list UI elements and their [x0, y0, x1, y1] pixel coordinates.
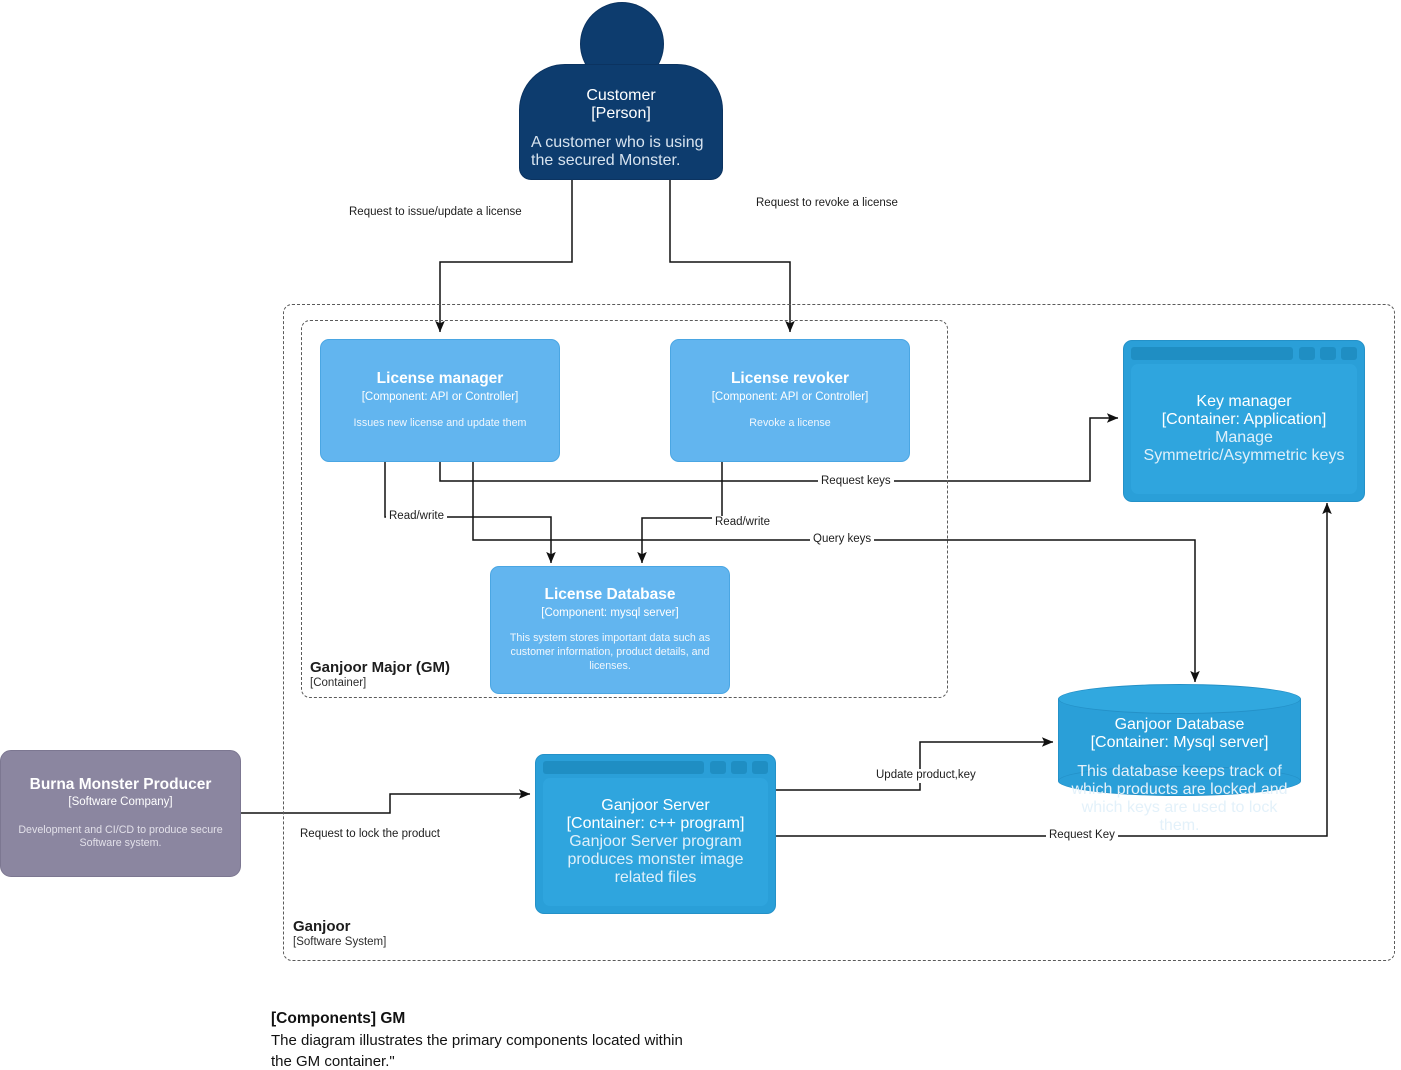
edge-label-issue-update: Request to issue/update a license [346, 206, 525, 220]
node-burna-monster-producer[interactable]: Burna Monster Producer [Software Company… [0, 750, 241, 877]
boundary-ganjoor-major-name: Ganjoor Major (GM) [310, 659, 450, 676]
node-ganjoor-server[interactable]: Ganjoor Server [Container: c++ program] … [535, 754, 776, 914]
caption-title: [Components] GM [271, 1010, 406, 1027]
boundary-ganjoor-major-tech: [Container] [310, 676, 367, 689]
edge-label-request-key: Request Key [1046, 829, 1118, 843]
node-ganjoor-database-text: Ganjoor Database [Container: Mysql serve… [1058, 708, 1301, 834]
node-license-manager-desc: Issues new license and update them [353, 417, 527, 430]
edge-label-lm-readwrite: Read/write [386, 510, 447, 524]
node-customer-desc: A customer who is using the secured Mons… [531, 134, 704, 169]
node-license-database[interactable]: License Database [Component: mysql serve… [490, 566, 730, 694]
edge-label-lock-product: Request to lock the product [297, 828, 443, 842]
boundary-ganjoor-label: Ganjoor [Software System] [293, 918, 523, 949]
window-titlebar-icon [543, 761, 704, 774]
window-titlebar-icon [1131, 347, 1293, 360]
window-button-close-icon [752, 761, 768, 774]
window-chrome [543, 761, 768, 774]
node-ganjoor-database[interactable]: Ganjoor Database [Container: Mysql serve… [1058, 684, 1301, 834]
node-ganjoor-server-tech: [Container: c++ program] [566, 815, 745, 832]
node-license-revoker-tech: [Component: API or Controller] [711, 390, 869, 403]
node-customer-title: Customer [586, 87, 656, 104]
node-license-revoker[interactable]: License revoker [Component: API or Contr… [670, 339, 910, 462]
node-license-database-title: License Database [544, 586, 676, 604]
boundary-ganjoor-major-label: Ganjoor Major (GM) [Container] [310, 659, 560, 690]
node-ganjoor-server-body: Ganjoor Server [Container: c++ program] … [543, 778, 768, 906]
window-button-maximize-icon [1320, 347, 1336, 360]
cylinder-top-icon [1058, 684, 1301, 714]
window-button-minimize-icon [1299, 347, 1315, 360]
node-key-manager-title: Key manager [1196, 393, 1292, 410]
node-customer-tech: [Person] [591, 105, 651, 122]
boundary-ganjoor-tech: [Software System] [293, 935, 387, 948]
boundary-ganjoor-name: Ganjoor [293, 918, 351, 935]
node-ganjoor-server-title: Ganjoor Server [601, 797, 710, 814]
node-key-manager-tech: [Container: Application] [1161, 411, 1327, 428]
window-button-minimize-icon [710, 761, 726, 774]
window-chrome [1131, 347, 1357, 360]
caption-body: The diagram illustrates the primary comp… [271, 1032, 683, 1070]
cylinder-bottom-icon [1058, 766, 1301, 796]
node-burna-monster-producer-title: Burna Monster Producer [29, 775, 212, 793]
window-button-close-icon [1341, 347, 1357, 360]
node-ganjoor-database-desc: This database keeps track of which produ… [1071, 763, 1288, 834]
edge-label-lr-readwrite: Read/write [712, 516, 773, 530]
node-burna-monster-producer-desc: Development and CI/CD to produce secure … [18, 823, 223, 850]
node-license-manager-tech: [Component: API or Controller] [361, 390, 519, 403]
node-license-revoker-title: License revoker [730, 370, 850, 388]
node-key-manager-body: Key manager [Container: Application] Man… [1131, 364, 1357, 494]
node-customer[interactable]: Customer [Person] A customer who is usin… [519, 2, 723, 180]
node-key-manager[interactable]: Key manager [Container: Application] Man… [1123, 340, 1365, 502]
node-license-manager-title: License manager [376, 370, 504, 388]
window-button-maximize-icon [731, 761, 747, 774]
node-license-revoker-desc: Revoke a license [749, 417, 831, 430]
node-key-manager-desc: Manage Symmetric/Asymmetric keys [1143, 429, 1345, 464]
edge-label-request-keys: Request keys [818, 475, 894, 489]
node-ganjoor-database-title: Ganjoor Database [1114, 716, 1245, 733]
edge-label-update-product: Update product,key [873, 769, 979, 783]
boundary-ganjoor [283, 304, 1395, 961]
person-body: Customer [Person] A customer who is usin… [519, 64, 723, 180]
diagram-caption: [Components] GM The diagram illustrates … [271, 1008, 701, 1070]
node-license-manager[interactable]: License manager [Component: API or Contr… [320, 339, 560, 462]
node-burna-monster-producer-tech: [Software Company] [68, 796, 173, 809]
node-ganjoor-database-tech: [Container: Mysql server] [1090, 734, 1269, 751]
node-ganjoor-server-desc: Ganjoor Server program produces monster … [567, 833, 744, 886]
edge-label-revoke: Request to revoke a license [753, 197, 901, 211]
node-license-database-tech: [Component: mysql server] [541, 607, 679, 620]
edge-label-query-keys: Query keys [810, 533, 875, 547]
boundary-ganjoor-major [301, 320, 948, 698]
node-license-database-desc: This system stores important data such a… [509, 632, 711, 672]
